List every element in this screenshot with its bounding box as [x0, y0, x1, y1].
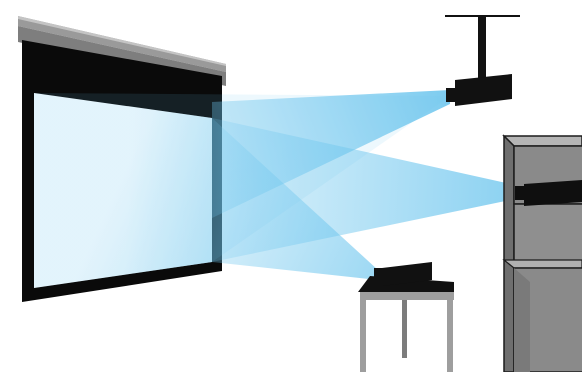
table-projector-body — [382, 262, 432, 286]
ceiling-projector — [445, 15, 520, 106]
ceiling-mount-pole — [478, 16, 486, 80]
table-projector-lens — [374, 268, 384, 280]
beam-overlap-ceiling — [34, 93, 450, 288]
table — [358, 262, 454, 372]
cabinet-side — [503, 134, 515, 372]
screen-housing-top-edge — [18, 16, 226, 66]
cabinet-lower-shadow — [514, 268, 530, 372]
cabinet-top — [502, 135, 582, 147]
cabinet — [502, 134, 582, 372]
cabinet-shelf — [502, 259, 582, 269]
ceiling-projector-body — [455, 74, 512, 106]
cabinet-projector-lens — [515, 186, 525, 200]
beam-from-table-projector — [34, 93, 378, 288]
ceiling-projector-lens — [446, 88, 456, 102]
projection-beams — [34, 90, 520, 288]
table-leg-front-left — [360, 300, 366, 372]
table-leg-front-right — [447, 300, 453, 372]
table-apron — [360, 292, 454, 300]
cabinet-projector-body — [524, 180, 582, 206]
cabinet-middle-compartment — [513, 203, 582, 269]
table-leg-back — [402, 300, 407, 358]
